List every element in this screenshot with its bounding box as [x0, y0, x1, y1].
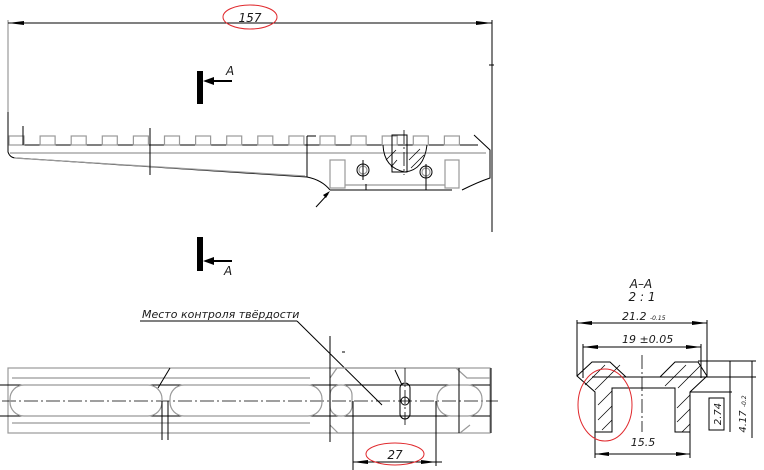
rail-tooth [39, 135, 56, 146]
rail-teeth [8, 135, 460, 146]
section-a-a: A–A 2 : 1 21.2 -0.15 19 ±0.05 2.74 4.17 [576, 277, 756, 458]
rail-tooth [257, 135, 274, 146]
rail-tooth [70, 135, 87, 146]
rail-tooth [288, 135, 305, 146]
dimension-4-17: 4.17 -0.2 [738, 395, 749, 432]
rail-tooth [412, 135, 429, 146]
rail-tooth [381, 135, 398, 146]
section-label: A [223, 264, 232, 278]
rail-profile [7, 112, 491, 208]
dimension-19: 19 ±0.05 [622, 333, 673, 346]
side-view: 157 A [7, 4, 494, 278]
section-scale: 2 : 1 [629, 290, 656, 304]
rail-tooth [101, 135, 118, 146]
section-marker-bottom: A [197, 237, 232, 278]
rail-tooth [195, 135, 212, 146]
dimension-21-2: 21.2 -0.15 [622, 310, 666, 323]
rail-tooth [443, 135, 460, 146]
highlight-ellipse [577, 368, 633, 442]
section-title: A–A [629, 277, 652, 291]
leader-line [296, 320, 383, 406]
rail-tooth [350, 135, 367, 146]
section-label: A [225, 64, 234, 78]
rail-tooth [132, 135, 149, 146]
hardness-note: Место контроля твёрдости [142, 308, 299, 321]
rail-tooth [163, 135, 181, 146]
arrow-icon [203, 257, 214, 265]
dimension-27: 27 [387, 448, 403, 462]
dimension-2-74: 2.74 [713, 403, 724, 425]
rail-tooth [226, 135, 243, 146]
section-marker-top: A [197, 64, 234, 104]
arrow-icon [203, 77, 214, 85]
plan-view: Место контроля твёрдости 27 [0, 308, 498, 470]
highlight-ellipse [222, 4, 278, 30]
rail-tooth [8, 135, 25, 146]
dimension-157: 157 [239, 11, 262, 25]
reference-dimension-box [708, 397, 725, 431]
highlight-ellipse [365, 442, 425, 466]
rail-tooth [319, 135, 336, 146]
dimension-15-5: 15.5 [631, 436, 656, 449]
